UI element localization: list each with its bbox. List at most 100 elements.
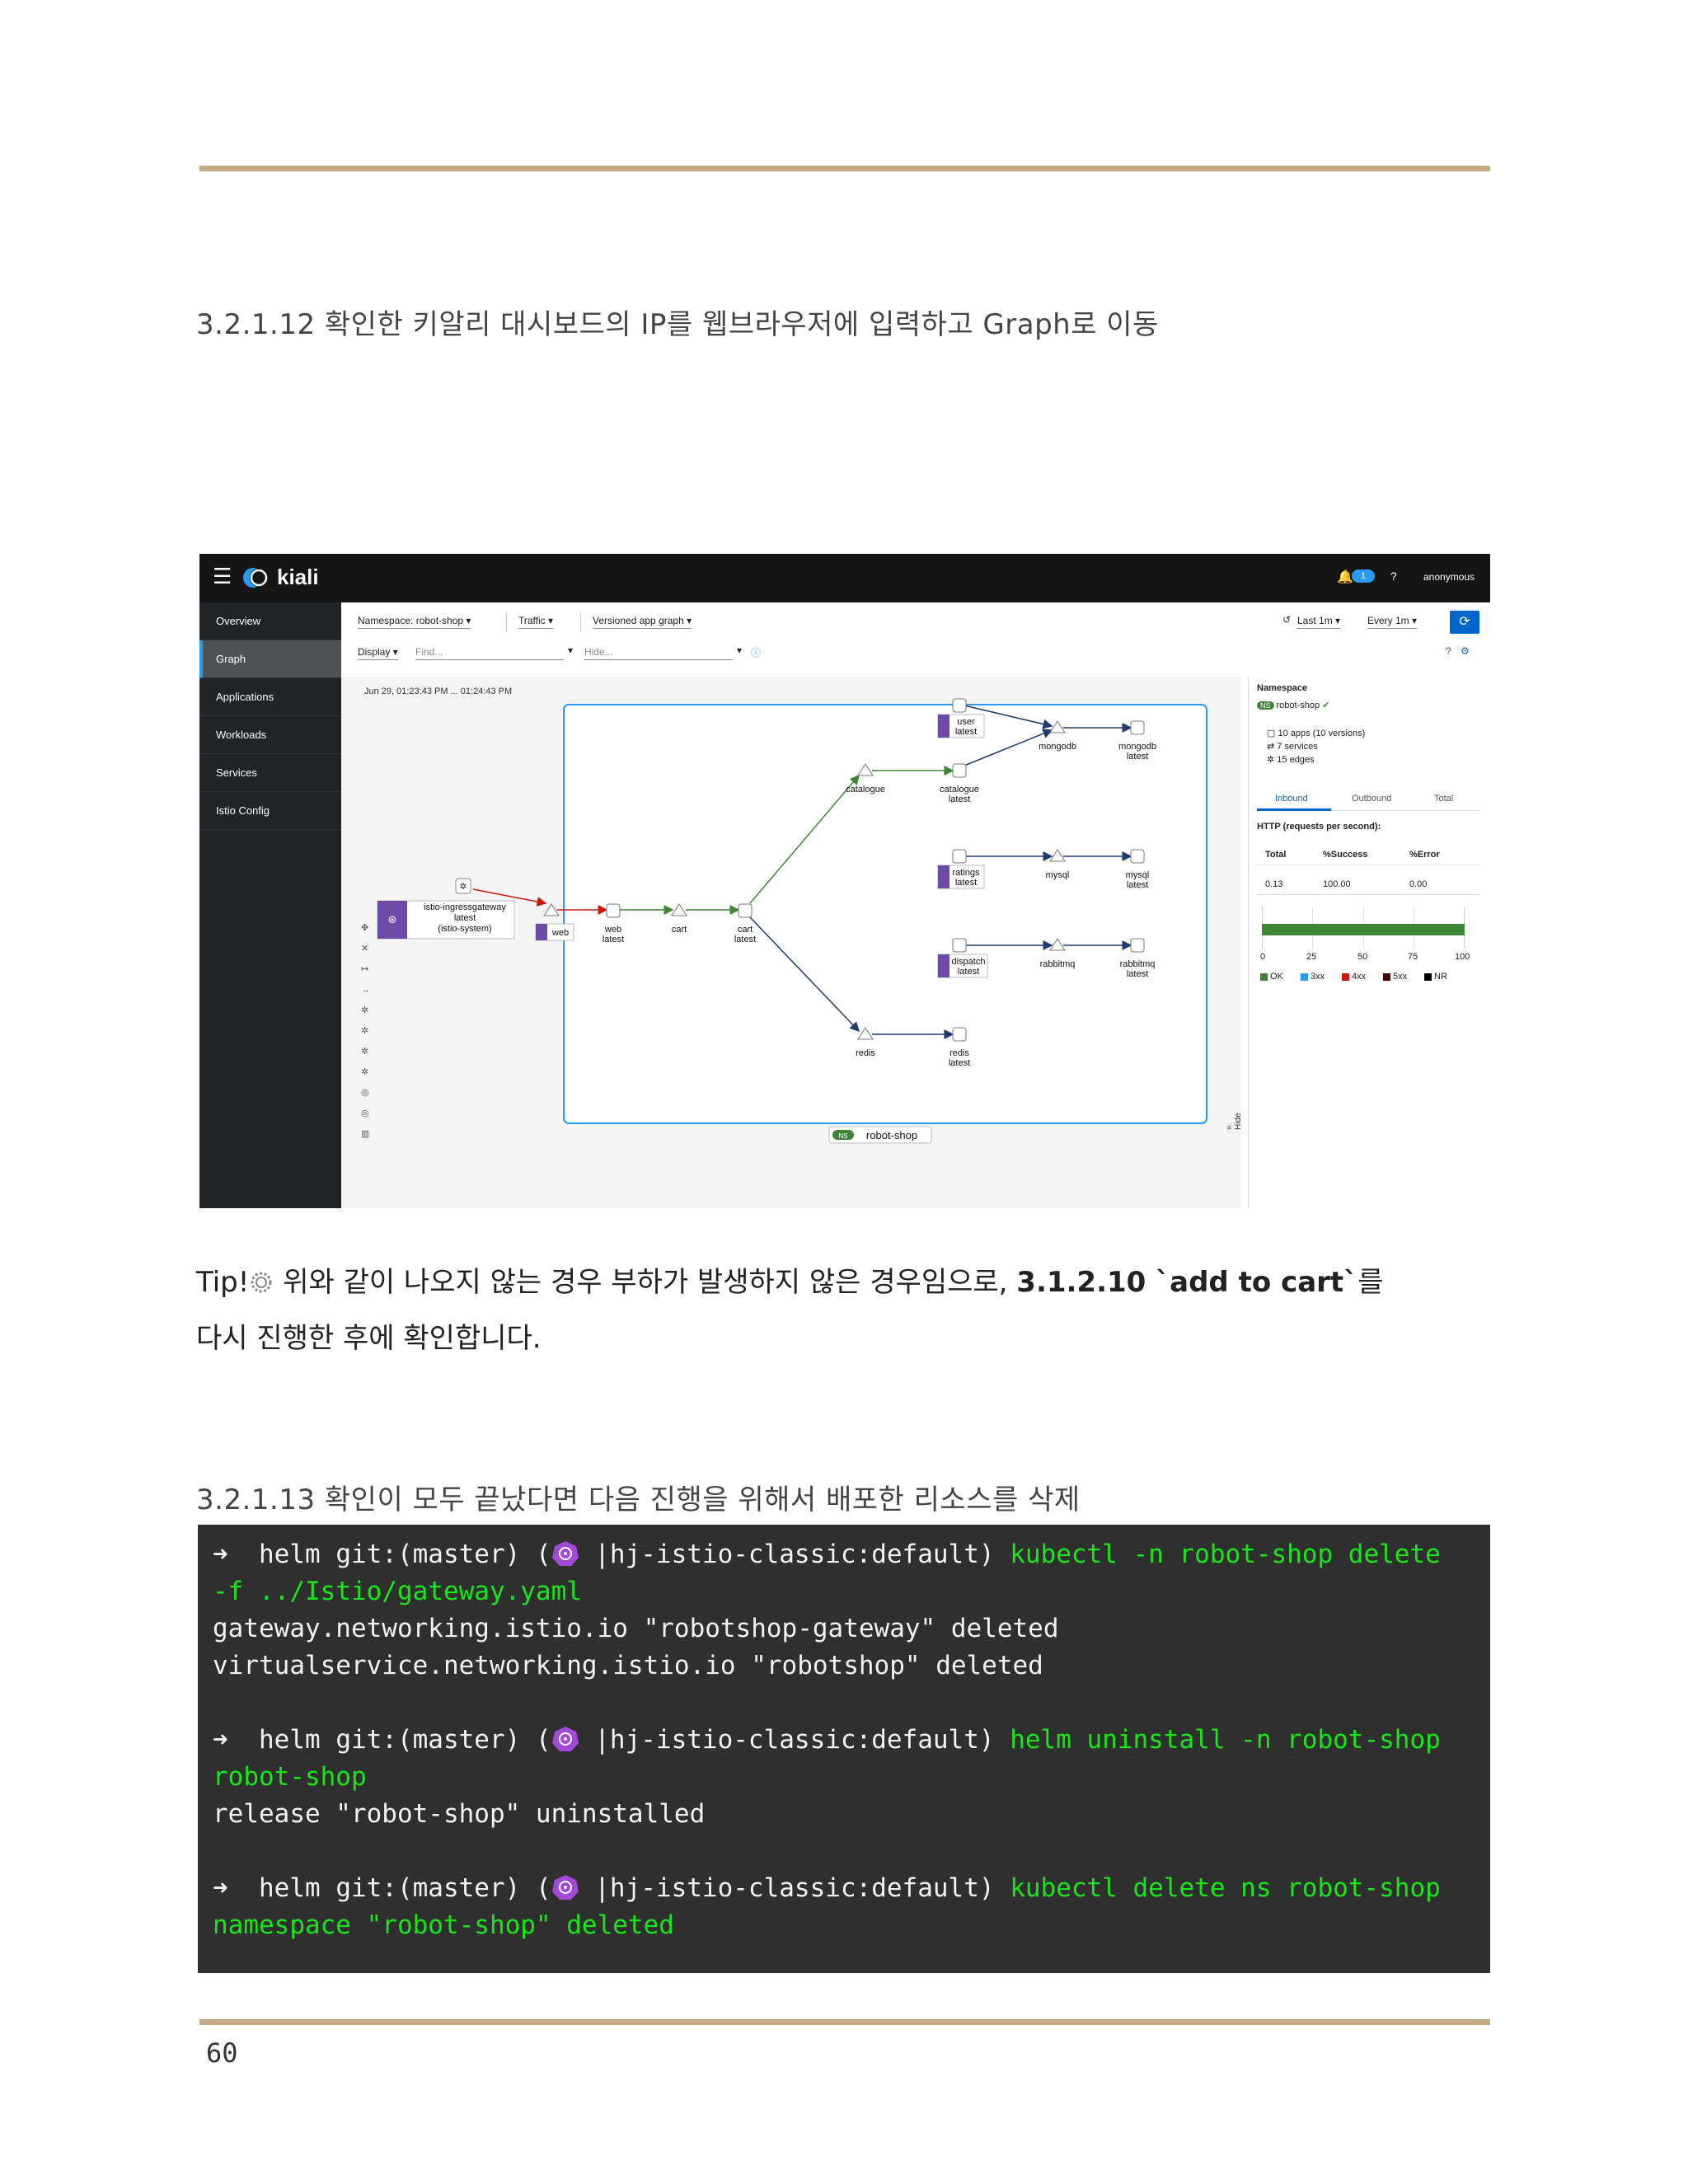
tab-inbound[interactable]: Inbound xyxy=(1275,794,1308,804)
notification-badge[interactable]: 1 xyxy=(1352,569,1375,583)
nav-workloads[interactable]: Workloads xyxy=(199,716,341,754)
cart-service-node[interactable] xyxy=(671,903,687,916)
svg-text:latest: latest xyxy=(603,935,624,944)
nav-graph[interactable]: Graph xyxy=(199,640,341,678)
kiali-header: ☰ kiali 🔔 1 ? anonymous xyxy=(199,554,1490,602)
terminal-output: gateway.networking.istio.io "robotshop-g… xyxy=(213,1614,1059,1643)
mongodb-latest-node[interactable] xyxy=(1130,720,1145,735)
user-menu[interactable]: anonymous xyxy=(1423,571,1475,583)
namespace-select[interactable]: Namespace: robot-shop ▾ xyxy=(358,615,471,629)
nav-applications[interactable]: Applications xyxy=(199,678,341,716)
redis-service-node[interactable] xyxy=(857,1027,874,1040)
svg-text:redis: redis xyxy=(856,1048,875,1058)
duration-select[interactable]: Last 1m ▾ xyxy=(1297,615,1341,629)
edge-ingress-web[interactable] xyxy=(472,888,547,907)
find-input[interactable]: Find... xyxy=(415,646,564,660)
edge-cataloguelatest-mongodb[interactable] xyxy=(964,729,1053,766)
svg-text:latest: latest xyxy=(454,913,476,923)
mongodb-service-node[interactable] xyxy=(1049,720,1066,733)
help-icon[interactable]: ? xyxy=(1390,569,1397,583)
edge-cartlatest-redis[interactable] xyxy=(749,916,860,1033)
kiali-logo-icon xyxy=(243,568,268,588)
tip-paragraph: Tip! 위와 같이 나오지 않는 경우 부하가 발생하지 않은 경우임으로, … xyxy=(196,1254,1498,1366)
graph-toolbar[interactable]: ✥ ✕ ↦ → ✲ ✲ ✲ ✲ ◎ ◎ ▥ xyxy=(361,923,370,1139)
table-divider xyxy=(1257,894,1479,895)
chevron-down-icon[interactable]: ▾ xyxy=(568,644,574,656)
svg-text:latest: latest xyxy=(1127,752,1148,762)
terminal-line: robot-shop xyxy=(213,1762,367,1792)
hide-panel-toggle[interactable]: » Hide xyxy=(1225,1113,1243,1130)
axis-tick: 75 xyxy=(1408,952,1418,962)
rabbitmq-service-node[interactable] xyxy=(1049,938,1066,951)
tab-total[interactable]: Total xyxy=(1434,794,1454,804)
val-total: 0.13 xyxy=(1265,879,1283,889)
svg-text:✲: ✲ xyxy=(459,882,467,892)
traffic-select[interactable]: Traffic ▾ xyxy=(518,615,554,629)
mysql-latest-node[interactable] xyxy=(1130,849,1145,864)
history-icon[interactable]: ↺ xyxy=(1282,614,1292,626)
svg-text:mongodb: mongodb xyxy=(1039,742,1076,752)
tab-outbound[interactable]: Outbound xyxy=(1352,794,1392,804)
edge-user-mongodb[interactable] xyxy=(964,705,1053,729)
display-select[interactable]: Display ▾ xyxy=(358,646,398,660)
legend-icon[interactable]: ⚙ xyxy=(1461,645,1470,657)
svg-text:↦: ↦ xyxy=(361,964,368,974)
legend-nr: NR xyxy=(1424,972,1447,982)
chevron-down-icon[interactable]: ▾ xyxy=(737,644,743,656)
rabbitmq-latest-node[interactable] xyxy=(1130,938,1145,953)
catalogue-latest-node[interactable] xyxy=(952,763,967,778)
svg-text:catalogue: catalogue xyxy=(940,785,979,794)
kiali-screenshot: ☰ kiali 🔔 1 ? anonymous Overview Graph A… xyxy=(199,554,1490,1208)
svg-text:⊛: ⊛ xyxy=(388,913,397,926)
apps-count: ▢ 10 apps (10 versions) xyxy=(1267,729,1366,738)
ingress-node[interactable] xyxy=(455,878,471,894)
hamburger-menu-icon[interactable]: ☰ xyxy=(213,564,232,588)
terminal-output: release "robot-shop" uninstalled xyxy=(213,1799,706,1829)
nav-overview[interactable]: Overview xyxy=(199,602,341,640)
svg-text:latest: latest xyxy=(949,794,970,804)
svg-text:latest: latest xyxy=(1127,969,1148,979)
service-graph: Jun 29, 01:23:43 PM ... 01:24:43 PM xyxy=(341,677,1243,1208)
catalogue-service-node[interactable] xyxy=(857,763,874,776)
graph-type-select[interactable]: Versioned app graph ▾ xyxy=(593,615,692,629)
top-rule xyxy=(199,166,1490,171)
dispatch-latest-node[interactable] xyxy=(952,938,967,953)
axis-tick: 100 xyxy=(1455,952,1470,962)
gear-icon xyxy=(251,1272,272,1293)
redis-latest-node[interactable] xyxy=(952,1027,967,1042)
bell-icon[interactable]: 🔔 xyxy=(1337,570,1353,584)
namespace-box xyxy=(563,704,1207,1124)
web-service-node[interactable] xyxy=(543,903,560,916)
svg-text:latest: latest xyxy=(949,1058,970,1068)
mysql-service-node[interactable] xyxy=(1049,849,1066,862)
svg-text:mongodb: mongodb xyxy=(1118,742,1156,752)
legend-3xx: 3xx xyxy=(1301,972,1325,982)
info-icon[interactable]: ⓘ xyxy=(751,647,762,658)
nav-istio-config[interactable]: Istio Config xyxy=(199,792,341,830)
hide-input[interactable]: Hide... xyxy=(584,646,733,660)
tab-active-indicator xyxy=(1257,808,1331,811)
svg-text:cart: cart xyxy=(738,925,753,935)
svg-text:mysql: mysql xyxy=(1046,870,1070,880)
svg-text:NS: NS xyxy=(838,1132,847,1140)
svg-text:✲: ✲ xyxy=(361,1026,368,1036)
axis-tick: 25 xyxy=(1306,952,1317,962)
edge-cartlatest-catalogue[interactable] xyxy=(749,774,860,904)
nav-services[interactable]: Services xyxy=(199,754,341,792)
ratings-latest-node[interactable] xyxy=(952,849,967,864)
svg-text:latest: latest xyxy=(734,935,756,944)
web-latest-node[interactable] xyxy=(606,903,621,918)
cart-latest-node[interactable] xyxy=(738,903,753,918)
refresh-button[interactable]: ⟳ xyxy=(1450,611,1479,634)
col-total: Total xyxy=(1265,850,1287,860)
terminal-line: ➜ helm git:(master) ( |hj-istio-classic:… xyxy=(213,1540,1441,1569)
refresh-interval-select[interactable]: Every 1m ▾ xyxy=(1367,615,1418,629)
bottom-rule xyxy=(199,2019,1490,2025)
svg-text:catalogue: catalogue xyxy=(846,785,885,794)
user-latest-node[interactable] xyxy=(952,698,967,713)
kiali-brand: kiali xyxy=(277,565,319,589)
section-heading-3-2-1-12: 3.2.1.12 확인한 키알리 대시보드의 IP를 웹브라우저에 입력하고 G… xyxy=(196,308,1159,341)
kiali-main: Namespace: robot-shop ▾ Traffic ▾ Versio… xyxy=(341,602,1490,1208)
col-success: %Success xyxy=(1323,850,1368,860)
help-icon[interactable]: ? xyxy=(1446,645,1451,657)
